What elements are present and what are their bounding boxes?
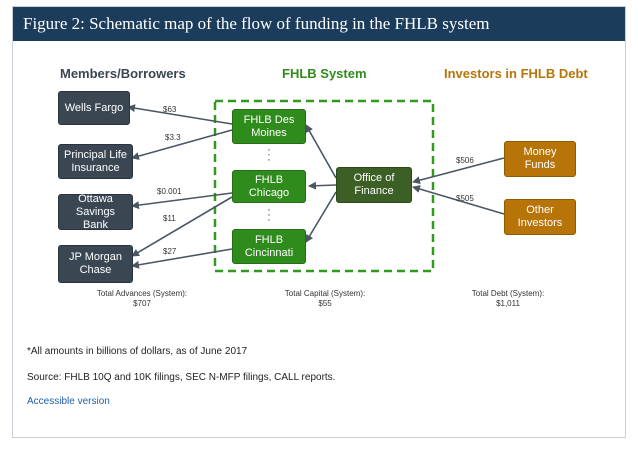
- fhlb-box-desmoines: FHLB Des Moines: [232, 109, 306, 144]
- member-box-ottawa: Ottawa Savings Bank: [58, 193, 133, 231]
- investor-box-money-funds: Money Funds: [504, 141, 576, 177]
- fhlb-box-cincinnati: FHLB Cincinnati: [232, 229, 306, 264]
- total-debt-label: Total Debt (System):: [471, 289, 545, 298]
- total-advances-value: $707: [133, 299, 151, 308]
- flow-label-money-funds: $506: [456, 156, 474, 165]
- members-heading: Members/Borrowers: [60, 66, 186, 81]
- total-capital: Total Capital (System): $55: [255, 289, 395, 309]
- arrow-office-chicago: [308, 181, 337, 190]
- investor-box-other: Other Investors: [504, 199, 576, 235]
- arrow-desmoines-wells: [127, 104, 233, 125]
- total-advances-label: Total Advances (System):: [96, 289, 188, 298]
- office-of-finance-box: Office of Finance: [336, 167, 412, 203]
- accessible-version-link[interactable]: Accessible version: [27, 396, 110, 407]
- total-capital-label: Total Capital (System):: [284, 289, 366, 298]
- member-box-principal: Principal Life Insurance: [58, 144, 133, 179]
- total-capital-value: $55: [318, 299, 332, 308]
- fhlb-box-chicago: FHLB Chicago: [232, 170, 306, 203]
- flow-label-other-investors: $505: [456, 194, 474, 203]
- arrow-cincinnati-jpm: [131, 248, 233, 269]
- arrow-office-cincinnati: [305, 191, 337, 243]
- ellipsis-dots-2: ···: [267, 204, 271, 226]
- source-note: Source: FHLB 10Q and 10K filings, SEC N-…: [27, 372, 336, 383]
- flow-label-principal: $3.3: [165, 133, 181, 142]
- total-debt: Total Debt (System): $1,011: [438, 289, 578, 309]
- investors-heading: Investors in FHLB Debt: [444, 66, 588, 81]
- flow-label-wells: $63: [163, 105, 177, 114]
- fhlb-system-boundary: [213, 99, 435, 273]
- flow-label-jpm-cincinnati: $27: [163, 247, 177, 256]
- figure-title: Figure 2: Schematic map of the flow of f…: [13, 7, 625, 41]
- member-box-wells-fargo: Wells Fargo: [58, 91, 130, 125]
- total-debt-value: $1,011: [496, 299, 520, 308]
- arrow-chicago-jpm: [131, 196, 233, 257]
- ellipsis-dots-1: ···: [267, 144, 271, 166]
- flow-label-ottawa: $0.001: [157, 187, 182, 196]
- arrow-chicago-ottawa: [131, 192, 233, 210]
- flow-label-jpm-chicago: $11: [163, 214, 176, 223]
- arrow-desmoines-principal: [131, 129, 233, 160]
- arrow-office-desmoines: [305, 124, 337, 179]
- member-box-jpmorgan: JP Morgan Chase: [58, 245, 133, 283]
- system-heading: FHLB System: [282, 66, 367, 81]
- arrow-moneyfunds-office: [412, 157, 505, 185]
- footnote: *All amounts in billions of dollars, as …: [27, 346, 248, 357]
- arrow-otherinv-office: [412, 185, 505, 215]
- total-advances: Total Advances (System): $707: [72, 289, 212, 309]
